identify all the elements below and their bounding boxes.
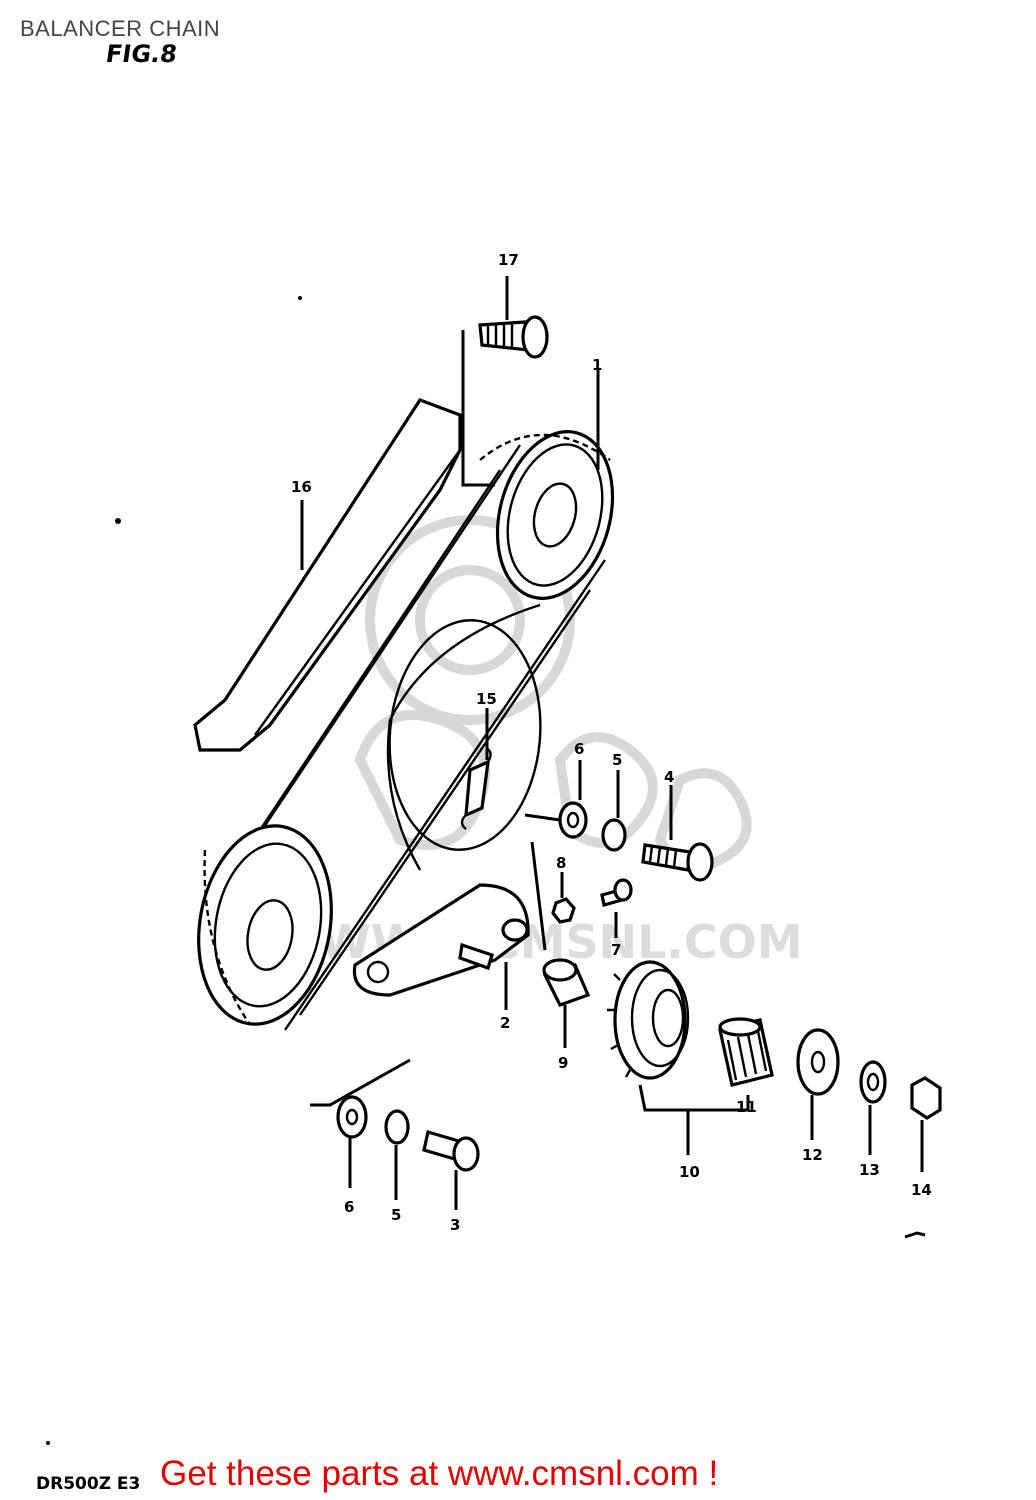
cta-link[interactable]: Get these parts at www.cmsnl.com ! (160, 1454, 719, 1493)
bolt-17 (478, 315, 549, 359)
callout-5-lower: 5 (391, 1206, 401, 1224)
bolt-4 (641, 842, 714, 882)
bolt-3 (422, 1129, 480, 1172)
callout-6-upper: 6 (574, 740, 584, 758)
callout-4: 4 (664, 768, 674, 786)
callout-15: 15 (476, 690, 497, 708)
lower-sprocket (197, 824, 333, 1026)
lock-washer-13 (859, 1060, 887, 1104)
callout-13: 13 (859, 1161, 880, 1179)
callout-16: 16 (291, 478, 312, 496)
callout-10: 10 (679, 1163, 700, 1181)
washer-12 (796, 1028, 840, 1096)
upper-sprocket-1 (479, 430, 615, 600)
callout-17: 17 (498, 251, 519, 269)
callout-8: 8 (556, 854, 566, 872)
needle-bearing-11 (718, 1017, 774, 1087)
callout-9: 9 (558, 1054, 568, 1072)
callout-6-lower: 6 (344, 1198, 354, 1216)
collar-9 (542, 958, 591, 1007)
callout-14: 14 (911, 1181, 932, 1199)
model-code: DR500Z E3 (36, 1474, 141, 1494)
callout-5-upper: 5 (612, 751, 622, 769)
washer-6-lower (336, 1095, 368, 1139)
callout-12: 12 (802, 1146, 823, 1164)
callout-11: 11 (736, 1098, 757, 1116)
chain-guide-16 (193, 398, 462, 752)
nut-14 (910, 1076, 942, 1120)
tensioner-arm-2 (352, 883, 530, 997)
tensioner-sprocket-10 (607, 960, 690, 1080)
balancer-chain (239, 444, 606, 1031)
callout-7: 7 (611, 941, 621, 959)
diagram-title: BALANCER CHAIN (20, 16, 221, 41)
callout-labels: 17 1 16 15 6 5 4 8 7 2 9 11 10 12 13 14 … (291, 251, 932, 1234)
callout-2: 2 (500, 1014, 510, 1032)
callout-3: 3 (450, 1216, 460, 1234)
balancer-ring (388, 619, 542, 851)
lock-washer-5-lower (384, 1109, 410, 1145)
washer-6-upper (558, 801, 588, 839)
callout-1: 1 (592, 356, 602, 374)
bolt-7 (600, 878, 633, 908)
nut-8 (551, 897, 576, 924)
lock-washer-5-upper (601, 818, 627, 852)
leader-lines (300, 276, 924, 1210)
